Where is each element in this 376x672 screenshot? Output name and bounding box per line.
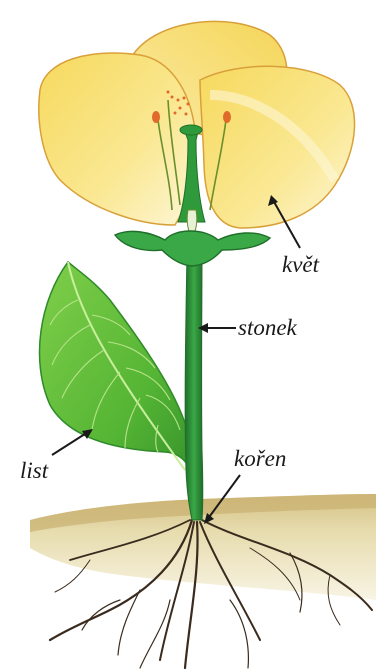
label-flower: květ: [282, 252, 320, 277]
leaf: [40, 262, 198, 500]
label-root: kořen: [234, 446, 286, 471]
label-leaf: list: [20, 458, 49, 483]
flower: [39, 21, 355, 266]
soil: [30, 494, 376, 600]
label-stem: stonek: [238, 315, 298, 340]
stem: [185, 250, 203, 520]
